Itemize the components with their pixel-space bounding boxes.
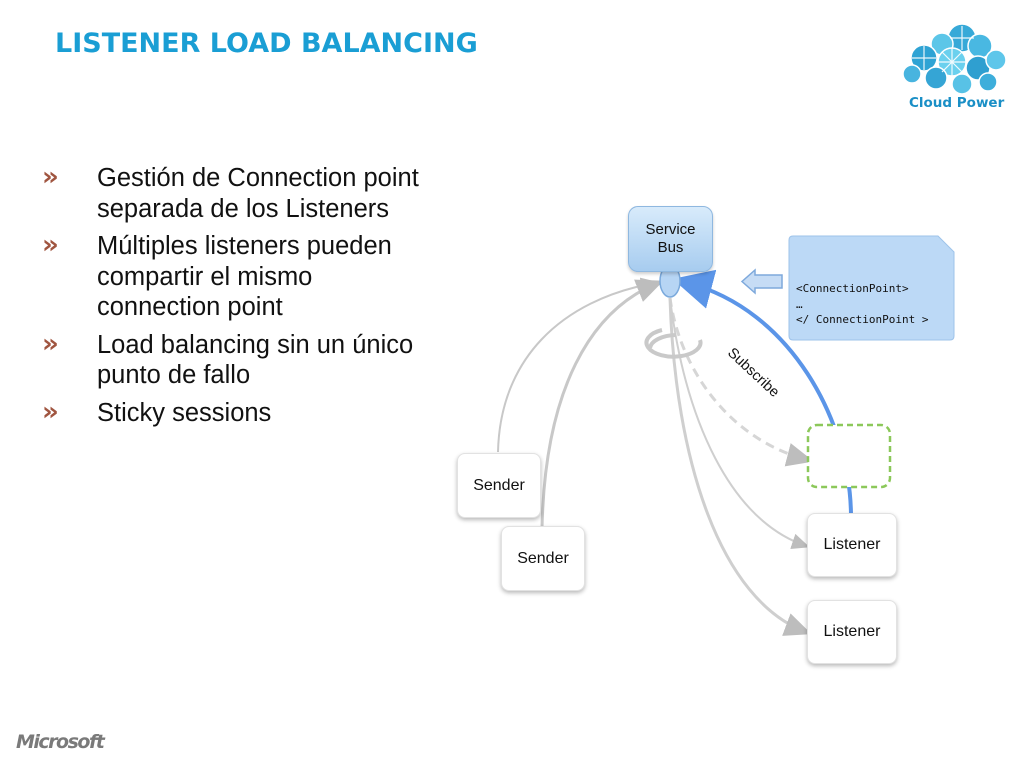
sender-label: Sender <box>473 476 525 494</box>
bullet-marker-icon: » <box>42 230 59 260</box>
bullet-item: » Load balancing sin un único punto de fa… <box>42 328 442 391</box>
sender-node: Sender <box>457 453 541 518</box>
connection-point-box <box>788 235 955 341</box>
connection-point-open-tag: <ConnectionPoint> <box>796 282 909 295</box>
bullet-item: » Gestión de Connection point separada de… <box>42 162 442 224</box>
sender-label: Sender <box>517 549 569 567</box>
service-bus-label-line2: Bus <box>657 239 684 256</box>
listener-node: Listener <box>807 513 897 577</box>
bullet-text: Múltiples listeners pueden compartir el … <box>97 232 392 321</box>
sender-node: Sender <box>501 526 585 591</box>
microsoft-logo: Microsoft <box>16 731 105 753</box>
bus-to-listener1-line <box>669 297 810 550</box>
listener-placeholder <box>806 423 892 489</box>
listener-node: Listener <box>807 600 897 664</box>
bullet-item: » Múltiples listeners pueden compartir el… <box>42 230 442 323</box>
sender2-to-bus-line <box>540 279 664 529</box>
connection-point-close-tag: </ ConnectionPoint > <box>796 313 929 326</box>
bullet-text: Sticky sessions <box>97 398 272 427</box>
listener-label: Listener <box>823 623 881 640</box>
bullet-text: Gestión de Connection point separada de … <box>97 164 419 223</box>
bullet-marker-icon: » <box>42 162 59 192</box>
cloud-power-logo <box>902 23 1007 95</box>
left-arrow-icon <box>740 268 783 295</box>
slide-title: LISTENER LOAD BALANCING <box>55 28 478 59</box>
rotate-icon <box>644 328 703 359</box>
cloud-power-label: Cloud Power <box>909 95 1005 111</box>
bus-to-listener2-line <box>668 297 812 636</box>
bullet-item: » Sticky sessions <box>42 396 442 429</box>
bullet-text: Load balancing sin un único punto de fal… <box>97 330 414 390</box>
sender1-to-bus-line <box>497 277 659 453</box>
connection-point-text: <ConnectionPoint> … </ ConnectionPoint > <box>789 236 954 340</box>
service-bus-label-line1: Service <box>645 221 696 238</box>
bullet-list: » Gestión de Connection point separada de… <box>42 162 442 435</box>
bus-to-placeholder-line <box>668 297 814 467</box>
bullet-marker-icon: » <box>42 396 59 427</box>
connection-point-ellipsis: … <box>796 297 803 311</box>
bullet-marker-icon: » <box>42 328 59 359</box>
listener-label: Listener <box>823 536 881 553</box>
